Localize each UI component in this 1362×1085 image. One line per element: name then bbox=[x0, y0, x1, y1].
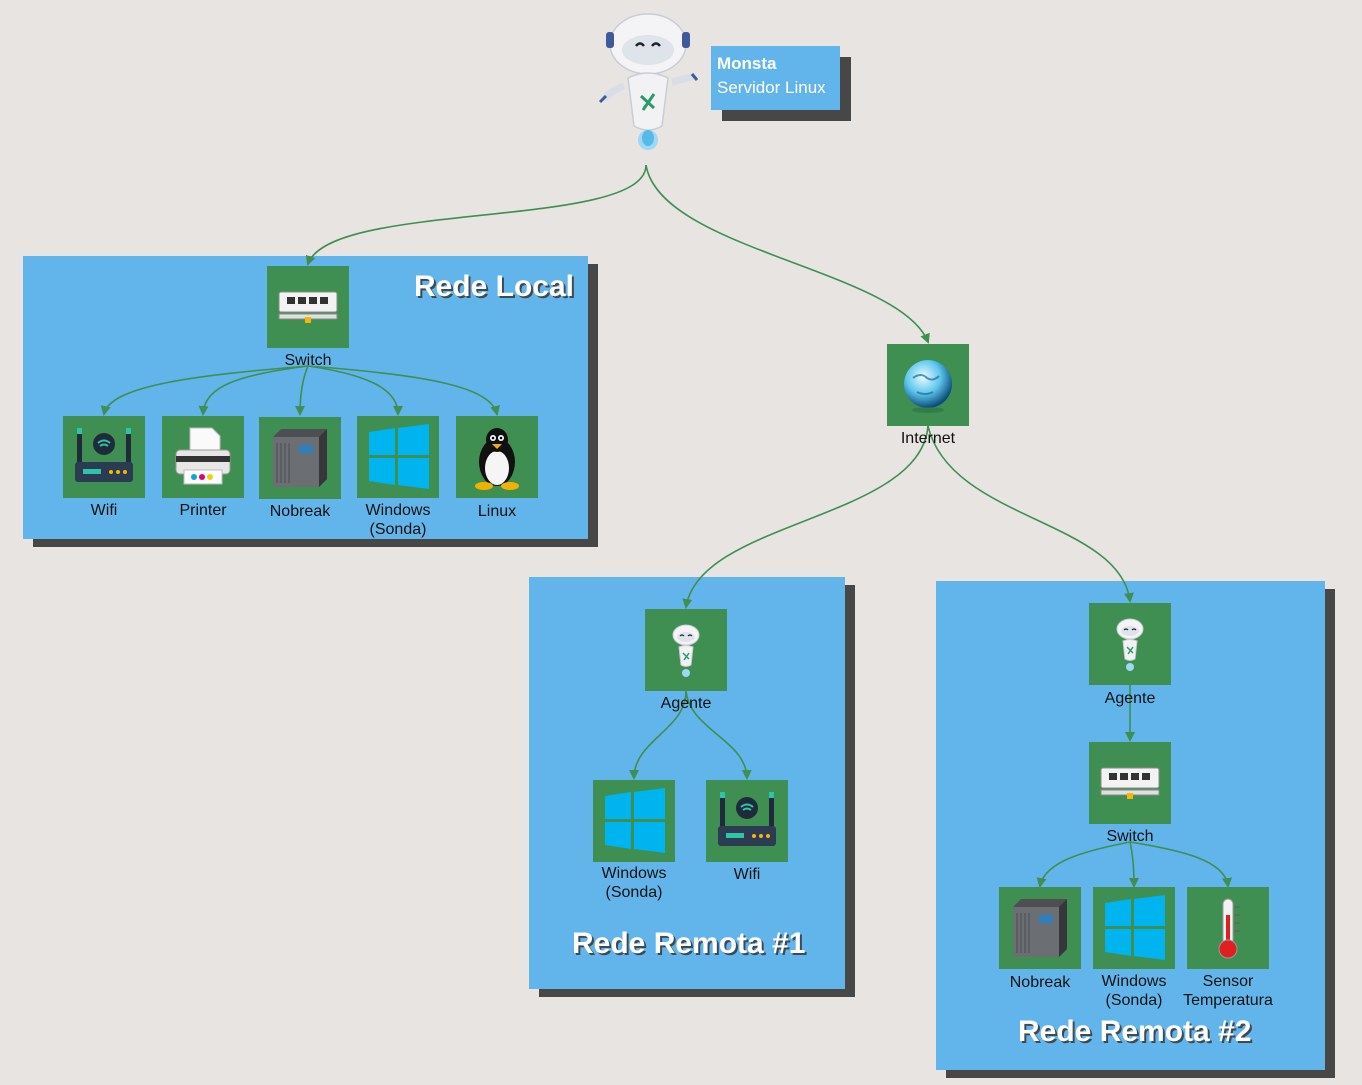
monsta-robot-icon[interactable] bbox=[596, 8, 700, 154]
edge-server-internet bbox=[645, 164, 930, 344]
agent-robot-icon bbox=[1116, 618, 1144, 671]
edge-server-local-switch bbox=[305, 164, 647, 266]
local-windows-label: Windows (Sonda) bbox=[365, 502, 431, 538]
r1-wifi-label: Wifi bbox=[733, 866, 761, 883]
r2-switch-label: Switch bbox=[1106, 828, 1154, 845]
router-icon bbox=[718, 792, 776, 846]
windows-icon bbox=[605, 788, 665, 853]
local-switch-label: Switch bbox=[284, 352, 332, 369]
r1-agent-node[interactable] bbox=[645, 609, 727, 691]
r1-windows-node[interactable] bbox=[593, 780, 675, 862]
windows-icon bbox=[1105, 895, 1165, 960]
internet-label: Internet bbox=[900, 430, 956, 447]
r2-sensor-node[interactable] bbox=[1187, 887, 1269, 969]
r2-nobreak-node[interactable] bbox=[999, 887, 1081, 969]
local-linux-node[interactable] bbox=[456, 416, 538, 498]
local-printer-label: Printer bbox=[179, 502, 227, 519]
globe-icon bbox=[904, 360, 952, 413]
local-wifi-node[interactable] bbox=[63, 416, 145, 498]
r2-windows-label: Windows (Sonda) bbox=[1101, 973, 1167, 1009]
thermometer-icon bbox=[1218, 898, 1240, 959]
local-nobreak-label: Nobreak bbox=[269, 503, 331, 520]
server-subtitle: Servidor Linux bbox=[717, 78, 826, 97]
local-wifi-label: Wifi bbox=[90, 502, 118, 519]
local-switch-node[interactable] bbox=[267, 266, 349, 348]
r1-wifi-node[interactable] bbox=[706, 780, 788, 862]
server-label-box: Monsta Servidor Linux bbox=[711, 46, 840, 110]
internet-node[interactable] bbox=[887, 344, 969, 426]
r2-sensor-label: Sensor Temperatura bbox=[1183, 973, 1273, 1009]
local-printer-node[interactable] bbox=[162, 416, 244, 498]
local-windows-node[interactable] bbox=[357, 416, 439, 498]
r2-switch-node[interactable] bbox=[1089, 742, 1171, 824]
panel-title-rede-local: Rede Local bbox=[413, 270, 574, 303]
tux-penguin-icon bbox=[475, 428, 519, 490]
panel-rede-remota-1: Rede Remota #1 bbox=[529, 577, 845, 989]
local-nobreak-node[interactable] bbox=[259, 417, 341, 499]
r2-windows-node[interactable] bbox=[1093, 887, 1175, 969]
r2-agent-label: Agente bbox=[1104, 690, 1156, 707]
windows-icon bbox=[369, 424, 429, 489]
ups-icon bbox=[273, 429, 327, 487]
panel-title-rede-remota-1: Rede Remota #1 bbox=[572, 927, 806, 960]
r1-agent-label: Agente bbox=[660, 695, 712, 712]
edge-internet-agent2 bbox=[927, 425, 1134, 603]
r2-nobreak-label: Nobreak bbox=[1009, 974, 1071, 991]
agent-robot-icon bbox=[672, 624, 700, 677]
switch-icon bbox=[278, 291, 338, 323]
panel-title-rede-remota-2: Rede Remota #2 bbox=[1018, 1015, 1252, 1048]
server-name: Monsta bbox=[717, 54, 777, 73]
printer-icon bbox=[175, 427, 231, 485]
router-icon bbox=[75, 428, 133, 482]
r1-windows-label: Windows (Sonda) bbox=[601, 865, 667, 901]
r2-agent-node[interactable] bbox=[1089, 603, 1171, 685]
ups-icon bbox=[1013, 899, 1067, 957]
local-linux-label: Linux bbox=[477, 503, 517, 520]
switch-icon bbox=[1100, 767, 1160, 799]
